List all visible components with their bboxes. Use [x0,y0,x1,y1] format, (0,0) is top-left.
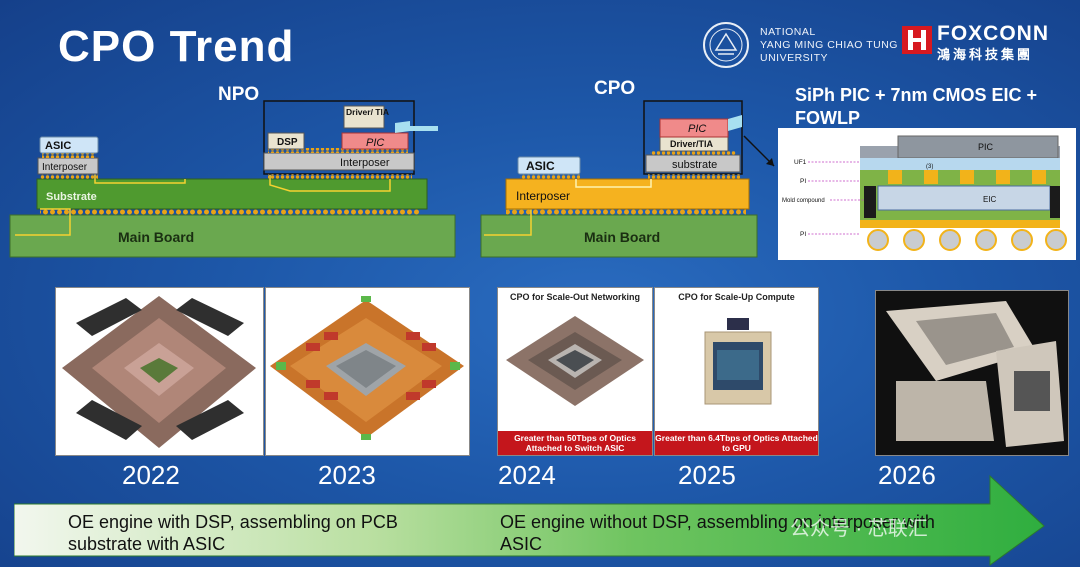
nycu-line-2: YANG MING CHIAO TUNG [760,39,898,51]
npo-asic-label: ASIC [45,140,71,152]
siph-eic-label: EIC [983,195,997,204]
siph-pi-top-label: PI [800,178,806,185]
npo-pic [341,132,409,150]
year-2025: 2025 [678,460,736,490]
npo-dsp-label: DSP [277,137,298,148]
siph-pi-bottom-label: PI [800,231,806,238]
cpo-driver-tia-label: Driver/TIA [670,139,714,149]
year-2022: 2022 [122,460,180,490]
siph-heading: SiPh PIC + 7nm CMOS EIC + FOWLP [795,85,1038,128]
nycu-line-3: UNIVERSITY [760,52,829,64]
siph-diagram: PIC EIC UF1 PI Mold compound PI (3) [778,128,1076,260]
cpo-heading: CPO [594,78,636,99]
photo-2022-npo-module [55,287,264,456]
foxconn-logo-icon [902,26,932,54]
foxconn-chinese-name: 鴻海科技集團 [937,47,1034,62]
npo-substrate-label: Substrate [46,191,97,203]
caption-2025-bottom: Greater than 6.4Tbps of Optics Attached … [655,431,818,455]
siph-mold-label: Mold compound [782,198,825,204]
slide-title: CPO Trend [58,22,295,71]
npo-diagram: Main Board Substrate Interposer ASIC Int… [9,100,456,258]
year-2023: 2023 [318,460,376,490]
cpo-interposer-label: Interposer [516,189,570,203]
cpo-asic [517,156,581,175]
caption-2025-title: CPO for Scale-Up Compute [678,292,795,302]
npo-dsp [267,132,305,150]
npo-interposer-right [263,152,415,171]
npo-driver-tia [343,105,385,129]
photo-2023-npo-module [265,287,470,456]
npo-main-board [9,214,456,258]
arrow-left-text: OE engine with DSP, assembling on PCB su… [68,512,398,554]
cpo-substrate-label: substrate [672,159,717,171]
cpo-asic-label: ASIC [526,159,555,173]
siph-pic-label: PIC [978,142,994,152]
photo-2024-panel: CPO for Scale-Out Networking Greater tha… [497,287,653,456]
arrow-right-text: OE engine without DSP, assembling on int… [500,512,935,554]
watermark: 公众号 · 芯联汇 [790,518,928,540]
cpo-main-board-label: Main Board [584,229,660,245]
photo-2024-cpo-switch [506,316,644,406]
nycu-seal-icon [703,22,749,68]
npo-substrate [36,178,428,210]
npo-pic-label: PIC [366,137,384,149]
cpo-main-board [480,214,758,258]
nycu-name: NATIONAL YANG MING CHIAO TUNG UNIVERSITY [760,26,898,65]
photo-2025-cpo-gpu [704,318,772,405]
cpo-diagram: Main Board Interposer ASIC substrate Dri… [480,100,758,258]
nycu-line-1: NATIONAL [760,26,816,38]
npo-driver-tia-label: Driver/ TIA [346,107,389,117]
year-2024: 2024 [498,460,556,490]
caption-2024-bottom: Greater than 50Tbps of Optics Attached t… [498,431,652,455]
caption-2024-title: CPO for Scale-Out Networking [509,292,641,302]
timeline-arrow [14,474,1045,566]
npo-asic [39,136,99,154]
cpo-pic-label: PIC [688,123,706,135]
npo-main-board-label: Main Board [118,229,194,245]
foxconn-wordmark: FOXCONN [937,22,1049,45]
photo-2025-panel: CPO for Scale-Up Compute Greater than 6.… [654,287,819,456]
year-2026: 2026 [878,460,936,490]
siph-uf1-label: UF1 [794,159,807,166]
npo-interposer-right-label: Interposer [340,157,390,169]
cpo-interposer [505,178,750,210]
photo-2026-spectrum-module [875,290,1069,456]
npo-heading: NPO [218,84,260,105]
npo-interposer-left-label: Interposer [42,162,88,173]
siph-pointer-arrow [743,135,775,167]
npo-board-balls [40,209,420,215]
siph-dim-label: (3) [926,164,933,170]
